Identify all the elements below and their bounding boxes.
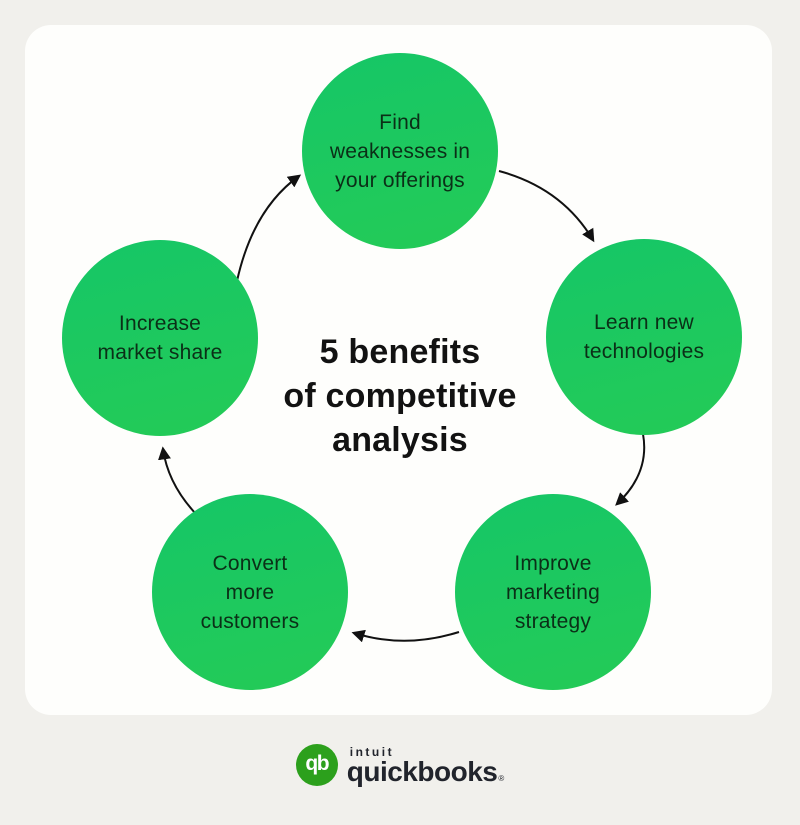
node-label: Convert more customers xyxy=(200,551,300,633)
node-find-weaknesses: Find weaknesses in your offerings xyxy=(302,53,498,249)
logo-wordmark: intuit quickbooks ® xyxy=(347,745,505,786)
node-convert-more-customers: Convert more customers xyxy=(152,494,348,690)
node-label: Learn new technologies xyxy=(583,311,705,363)
node-label: Improve marketing strategy xyxy=(505,551,600,633)
node-learn-new-technologies: Learn new technologies xyxy=(546,239,742,435)
qb-monogram: qb xyxy=(305,752,329,775)
node-label: Increase market share xyxy=(97,312,223,364)
node-improve-marketing-strategy: Improve marketing strategy xyxy=(455,494,651,690)
intuit-wordmark: intuit xyxy=(349,744,395,759)
page-title: 5 benefits of competitive analysis xyxy=(283,333,517,459)
node-increase-market-share: Increase market share xyxy=(62,240,258,436)
node-label: Find weaknesses in your offerings xyxy=(329,110,471,192)
qb-circle-icon: qb xyxy=(295,744,338,786)
quickbooks-wordmark: quickbooks xyxy=(346,755,498,787)
registered-mark: ® xyxy=(498,773,505,783)
quickbooks-logo: qb intuit quickbooks ® xyxy=(0,744,800,786)
